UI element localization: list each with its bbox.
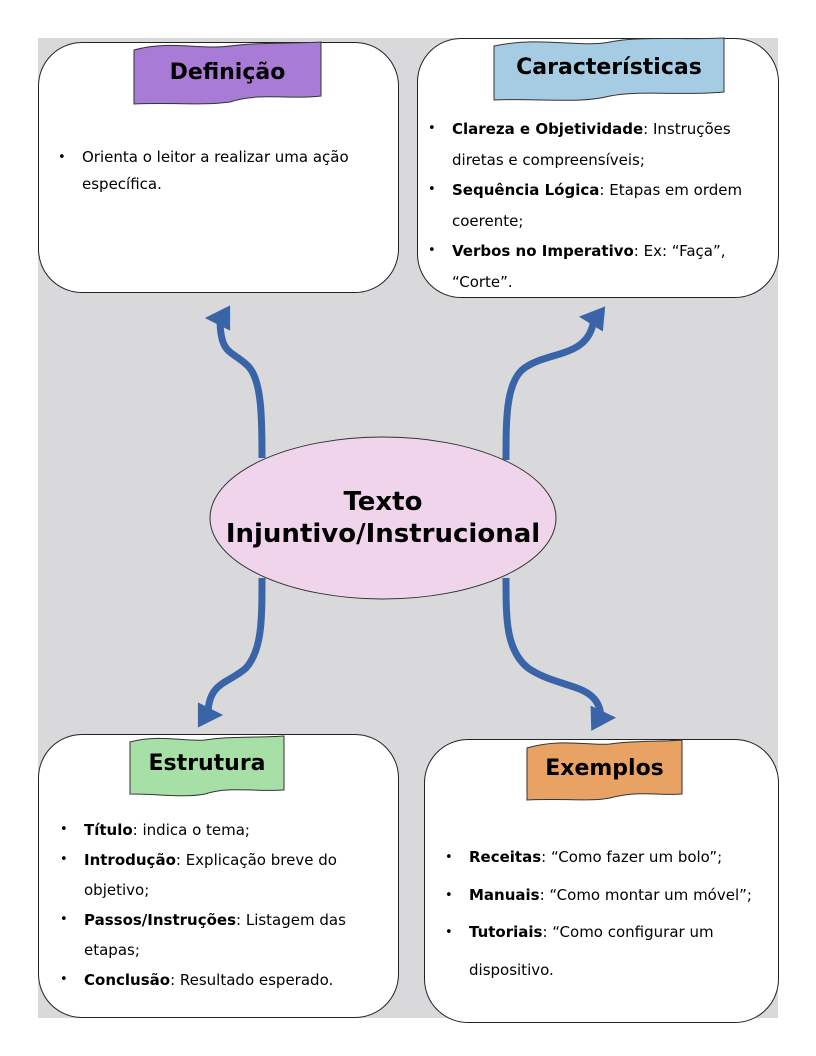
item-text: : Resultado esperado. bbox=[170, 971, 334, 989]
item-text: : Ex: “Faça”, “Corte”. bbox=[452, 242, 726, 291]
exemplos-title: Exemplos bbox=[545, 756, 664, 781]
item-text: : “Como fazer um bolo”; bbox=[541, 848, 723, 866]
item-term: Clareza e Objetividade bbox=[452, 120, 644, 138]
center-title-line2: Injuntivo/Instrucional bbox=[225, 519, 541, 549]
exemplos-list: Receitas: “Como fazer um bolo”; Manuais:… bbox=[445, 839, 775, 989]
item-text: : Explicação breve do objetivo; bbox=[84, 851, 337, 899]
list-item: Verbos no Imperativo: Ex: “Faça”, “Corte… bbox=[428, 236, 768, 297]
item-term: Passos/Instruções bbox=[84, 911, 237, 929]
list-item: Título: indica o tema; bbox=[60, 815, 380, 845]
item-term: Receitas bbox=[469, 848, 542, 866]
list-item: Orienta o leitor a realizar uma ação esp… bbox=[58, 144, 378, 198]
list-item: Receitas: “Como fazer um bolo”; bbox=[445, 839, 775, 877]
item-text: : indica o tema; bbox=[132, 821, 250, 839]
estrutura-list: Título: indica o tema; Introdução: Expli… bbox=[60, 815, 380, 995]
item-text: : Instruções diretas e compreensíveis; bbox=[452, 120, 731, 169]
item-term: Manuais bbox=[469, 885, 540, 904]
caracteristicas-title: Características bbox=[516, 55, 702, 80]
item-term: Sequência Lógica bbox=[452, 181, 600, 199]
estrutura-title: Estrutura bbox=[148, 751, 266, 776]
center-title-line1: Texto bbox=[343, 487, 423, 517]
definicao-list: Orienta o leitor a realizar uma ação esp… bbox=[58, 144, 378, 198]
list-item: Clareza e Objetividade: Instruções diret… bbox=[428, 114, 768, 175]
item-term: Verbos no Imperativo bbox=[452, 242, 634, 260]
item-term: Tutoriais bbox=[469, 923, 543, 941]
estrutura-banner bbox=[129, 735, 285, 797]
definicao-title: Definição bbox=[169, 60, 286, 85]
list-item: Sequência Lógica: Etapas em ordem coeren… bbox=[428, 175, 768, 236]
exemplos-banner bbox=[526, 739, 683, 801]
arrow-to-caracteristicas bbox=[502, 306, 606, 461]
item-term: Conclusão bbox=[84, 971, 171, 989]
item-text: : “Como montar um móvel”; bbox=[539, 885, 752, 904]
list-item: Passos/Instruções: Listagem das etapas; bbox=[60, 905, 380, 965]
item-text: Orienta o leitor a realizar uma ação esp… bbox=[82, 148, 349, 193]
list-item: Tutoriais: “Como configurar um dispositi… bbox=[445, 914, 775, 989]
item-text: : “Como configurar um dispositivo. bbox=[469, 923, 714, 979]
center-ellipse bbox=[209, 436, 557, 600]
list-item: Conclusão: Resultado esperado. bbox=[60, 965, 380, 995]
item-text: : Listagem das etapas; bbox=[84, 911, 346, 959]
list-item: Manuais: “Como montar um móvel”; bbox=[445, 877, 775, 915]
arrow-to-definicao bbox=[204, 305, 266, 459]
caracteristicas-banner bbox=[493, 37, 725, 101]
arrow-to-exemplos bbox=[502, 577, 617, 731]
arrow-to-estrutura bbox=[197, 577, 266, 728]
definicao-banner bbox=[133, 41, 322, 105]
item-term: Título bbox=[84, 821, 133, 839]
list-item: Introdução: Explicação breve do objetivo… bbox=[60, 845, 380, 905]
item-text: : Etapas em ordem coerente; bbox=[452, 181, 743, 230]
item-term: Introdução bbox=[84, 851, 176, 869]
caracteristicas-list: Clareza e Objetividade: Instruções diret… bbox=[428, 114, 768, 297]
center-title: Texto Injuntivo/Instrucional bbox=[210, 486, 556, 550]
